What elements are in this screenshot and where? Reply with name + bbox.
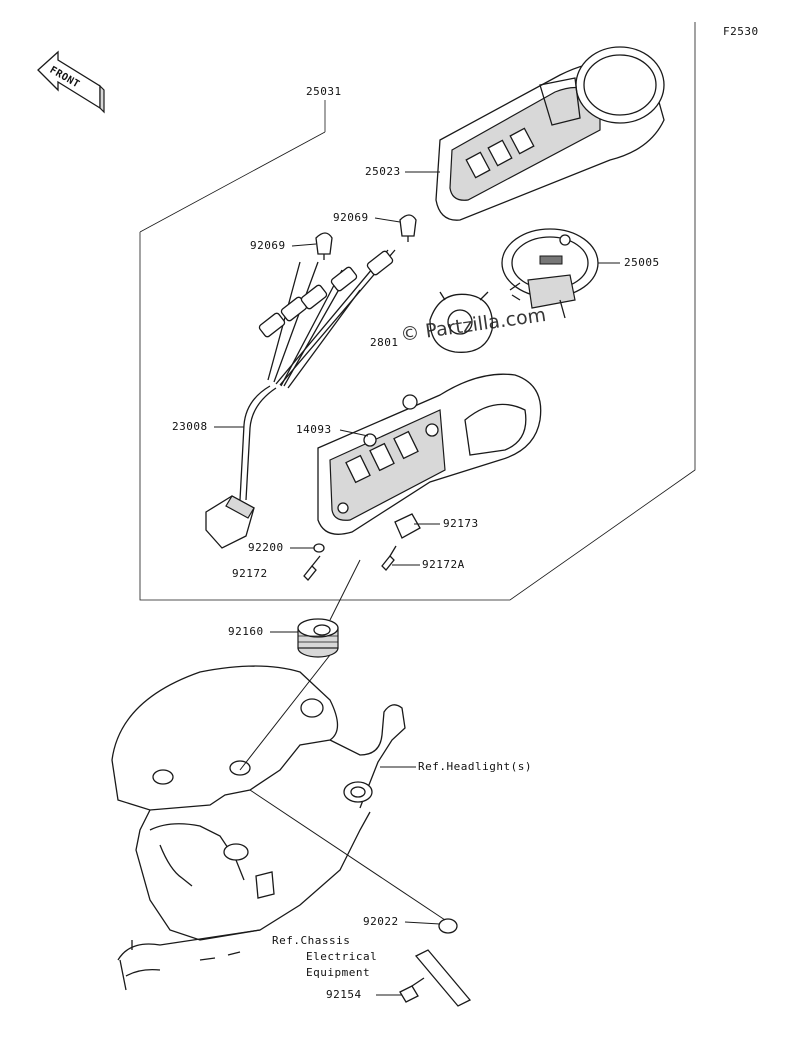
wiring-harness-23008[interactable]	[205, 249, 396, 549]
meter-plate-2801[interactable]	[429, 291, 493, 353]
label-92172: 92172	[232, 567, 268, 580]
label-92069-right: 92069	[333, 211, 369, 224]
meter-cover-25023[interactable]	[435, 46, 665, 221]
label-92154: 92154	[326, 988, 362, 1001]
label-ref-chassis-2: Electrical	[306, 950, 378, 963]
front-arrow-icon	[37, 50, 105, 114]
label-92022: 92022	[363, 915, 399, 928]
label-14093: 14093	[296, 423, 332, 436]
grommet-92160[interactable]	[297, 618, 339, 658]
clamp-92173[interactable]	[394, 513, 421, 539]
leader-lines	[214, 171, 620, 996]
label-ref-chassis-1: Ref.Chassis	[272, 934, 351, 947]
wire-clamp	[414, 949, 472, 1007]
meter-bracket	[111, 665, 406, 991]
bulb-92069-left[interactable]	[315, 232, 333, 260]
meter-case-14093[interactable]	[317, 373, 542, 535]
label-23008: 23008	[172, 420, 208, 433]
screw-92172A[interactable]	[381, 545, 397, 571]
meter-unit-25005[interactable]	[501, 228, 599, 319]
assembly-boundary	[139, 22, 696, 601]
bulb-92069-right[interactable]	[399, 214, 417, 242]
label-ref-headlight: Ref.Headlight(s)	[418, 760, 532, 773]
label-25031: 25031	[306, 85, 342, 98]
label-92173: 92173	[443, 517, 479, 530]
label-25005: 25005	[624, 256, 660, 269]
label-92069-left: 92069	[250, 239, 286, 252]
washer-92200[interactable]	[313, 543, 325, 553]
washer-92022[interactable]	[438, 918, 458, 934]
label-2801: 2801	[370, 336, 399, 349]
label-ref-chassis-3: Equipment	[306, 966, 371, 979]
bolt-92154[interactable]	[399, 977, 425, 1003]
label-92160: 92160	[228, 625, 264, 638]
figure-code: F2530	[723, 25, 759, 38]
label-25023: 25023	[365, 165, 401, 178]
label-92172A: 92172A	[422, 558, 465, 571]
screw-92172[interactable]	[303, 555, 321, 581]
label-92200: 92200	[248, 541, 284, 554]
